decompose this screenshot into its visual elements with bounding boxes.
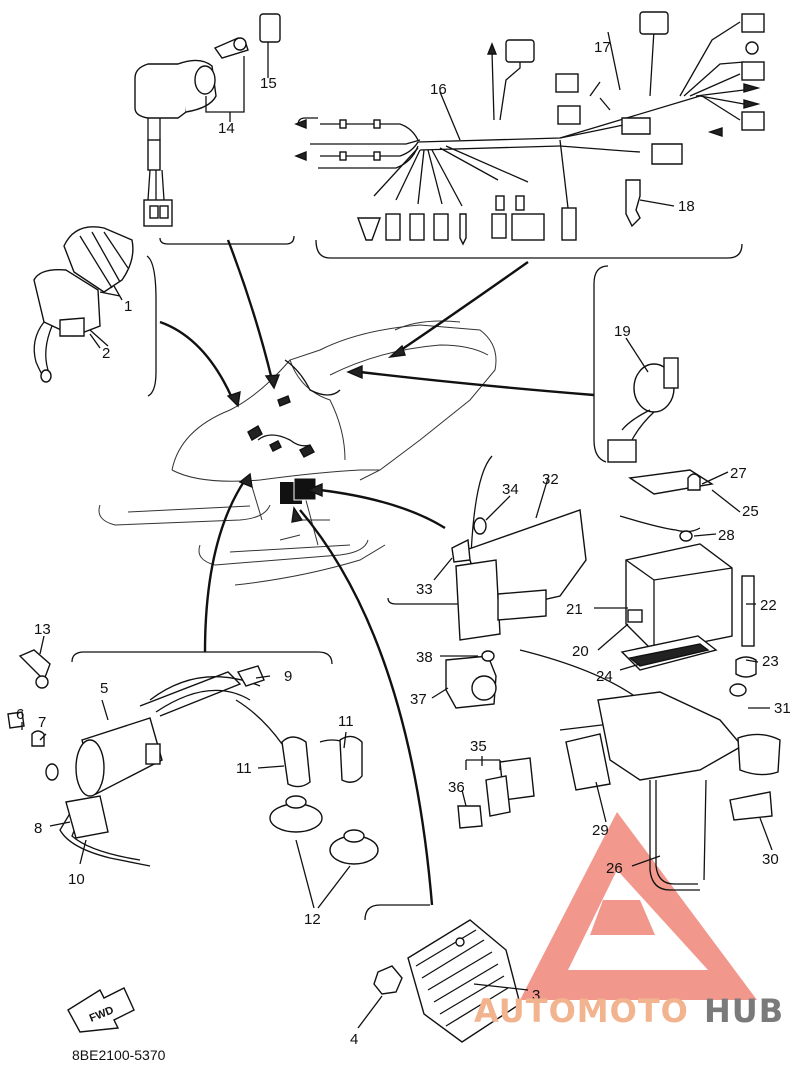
cdi-bracket: [451, 509, 587, 641]
leader-lines: [21, 31, 773, 1029]
callout-26: 26: [606, 860, 623, 877]
group-frames: [71, 117, 743, 921]
watermark-text-secondary: HUB: [704, 992, 784, 1030]
callout-17: 17: [594, 39, 611, 56]
watermark-logo: AUTOMOTO HUB: [474, 992, 784, 1030]
callout-37: 37: [410, 691, 427, 708]
relay-fuse-assembly: [445, 649, 701, 829]
callout-18: 18: [678, 198, 695, 215]
callout-labels: 1 2 3 4 5 6 7 8 9 10 11 11 12 13 14 15 1…: [16, 39, 791, 1048]
callout-10: 10: [68, 871, 85, 888]
callout-19: 19: [614, 323, 631, 340]
diagram-code: 8BE2100-5370: [72, 1047, 166, 1063]
callout-23: 23: [762, 653, 779, 670]
callout-11-left: 11: [236, 760, 252, 777]
key-blank: [625, 179, 641, 228]
callout-33: 33: [416, 581, 433, 598]
callout-7: 7: [38, 714, 46, 731]
wire-harness: [294, 11, 765, 246]
callout-24: 24: [596, 668, 613, 685]
toggle-switch: [607, 357, 679, 463]
callout-1: 1: [124, 298, 132, 315]
callout-16: 16: [430, 81, 447, 98]
fwd-arrow-icon: FWD: [67, 987, 135, 1033]
callout-22: 22: [760, 597, 777, 614]
callout-32: 32: [542, 471, 559, 488]
battery-assembly: [619, 469, 757, 678]
callout-35: 35: [470, 738, 487, 755]
callout-28: 28: [718, 527, 735, 544]
handlebar-switch-assembly: [33, 226, 134, 383]
ignition-coil-assembly: [7, 649, 379, 867]
snowmobile-outline: [98, 320, 497, 586]
callout-12: 12: [304, 911, 321, 928]
callout-8: 8: [34, 820, 42, 837]
watermark-text-primary: AUTOMOTO: [474, 992, 689, 1030]
callout-15: 15: [260, 75, 277, 92]
callout-21: 21: [566, 601, 583, 618]
callout-36: 36: [448, 779, 465, 796]
callout-29: 29: [592, 822, 609, 839]
callout-3: 3: [532, 987, 540, 1004]
callout-2: 2: [102, 345, 110, 362]
leader-arrows: [159, 239, 595, 906]
callout-38: 38: [416, 649, 433, 666]
battery-tray: [565, 683, 781, 891]
callout-11-right: 11: [338, 713, 354, 730]
watermark-triangle: [520, 812, 757, 1000]
main-switch-assembly: [134, 13, 281, 227]
callout-14: 14: [218, 120, 235, 137]
callout-4: 4: [350, 1031, 358, 1048]
callout-13: 13: [34, 621, 51, 638]
callout-6: 6: [16, 706, 24, 723]
callout-27: 27: [730, 465, 747, 482]
callout-30: 30: [762, 851, 779, 868]
callout-34: 34: [502, 481, 519, 498]
callout-5: 5: [100, 680, 108, 697]
callout-9: 9: [284, 668, 292, 685]
rectifier-regulator: [373, 919, 521, 1043]
callout-31: 31: [774, 700, 791, 717]
callout-20: 20: [572, 643, 589, 660]
callout-25: 25: [742, 503, 759, 520]
